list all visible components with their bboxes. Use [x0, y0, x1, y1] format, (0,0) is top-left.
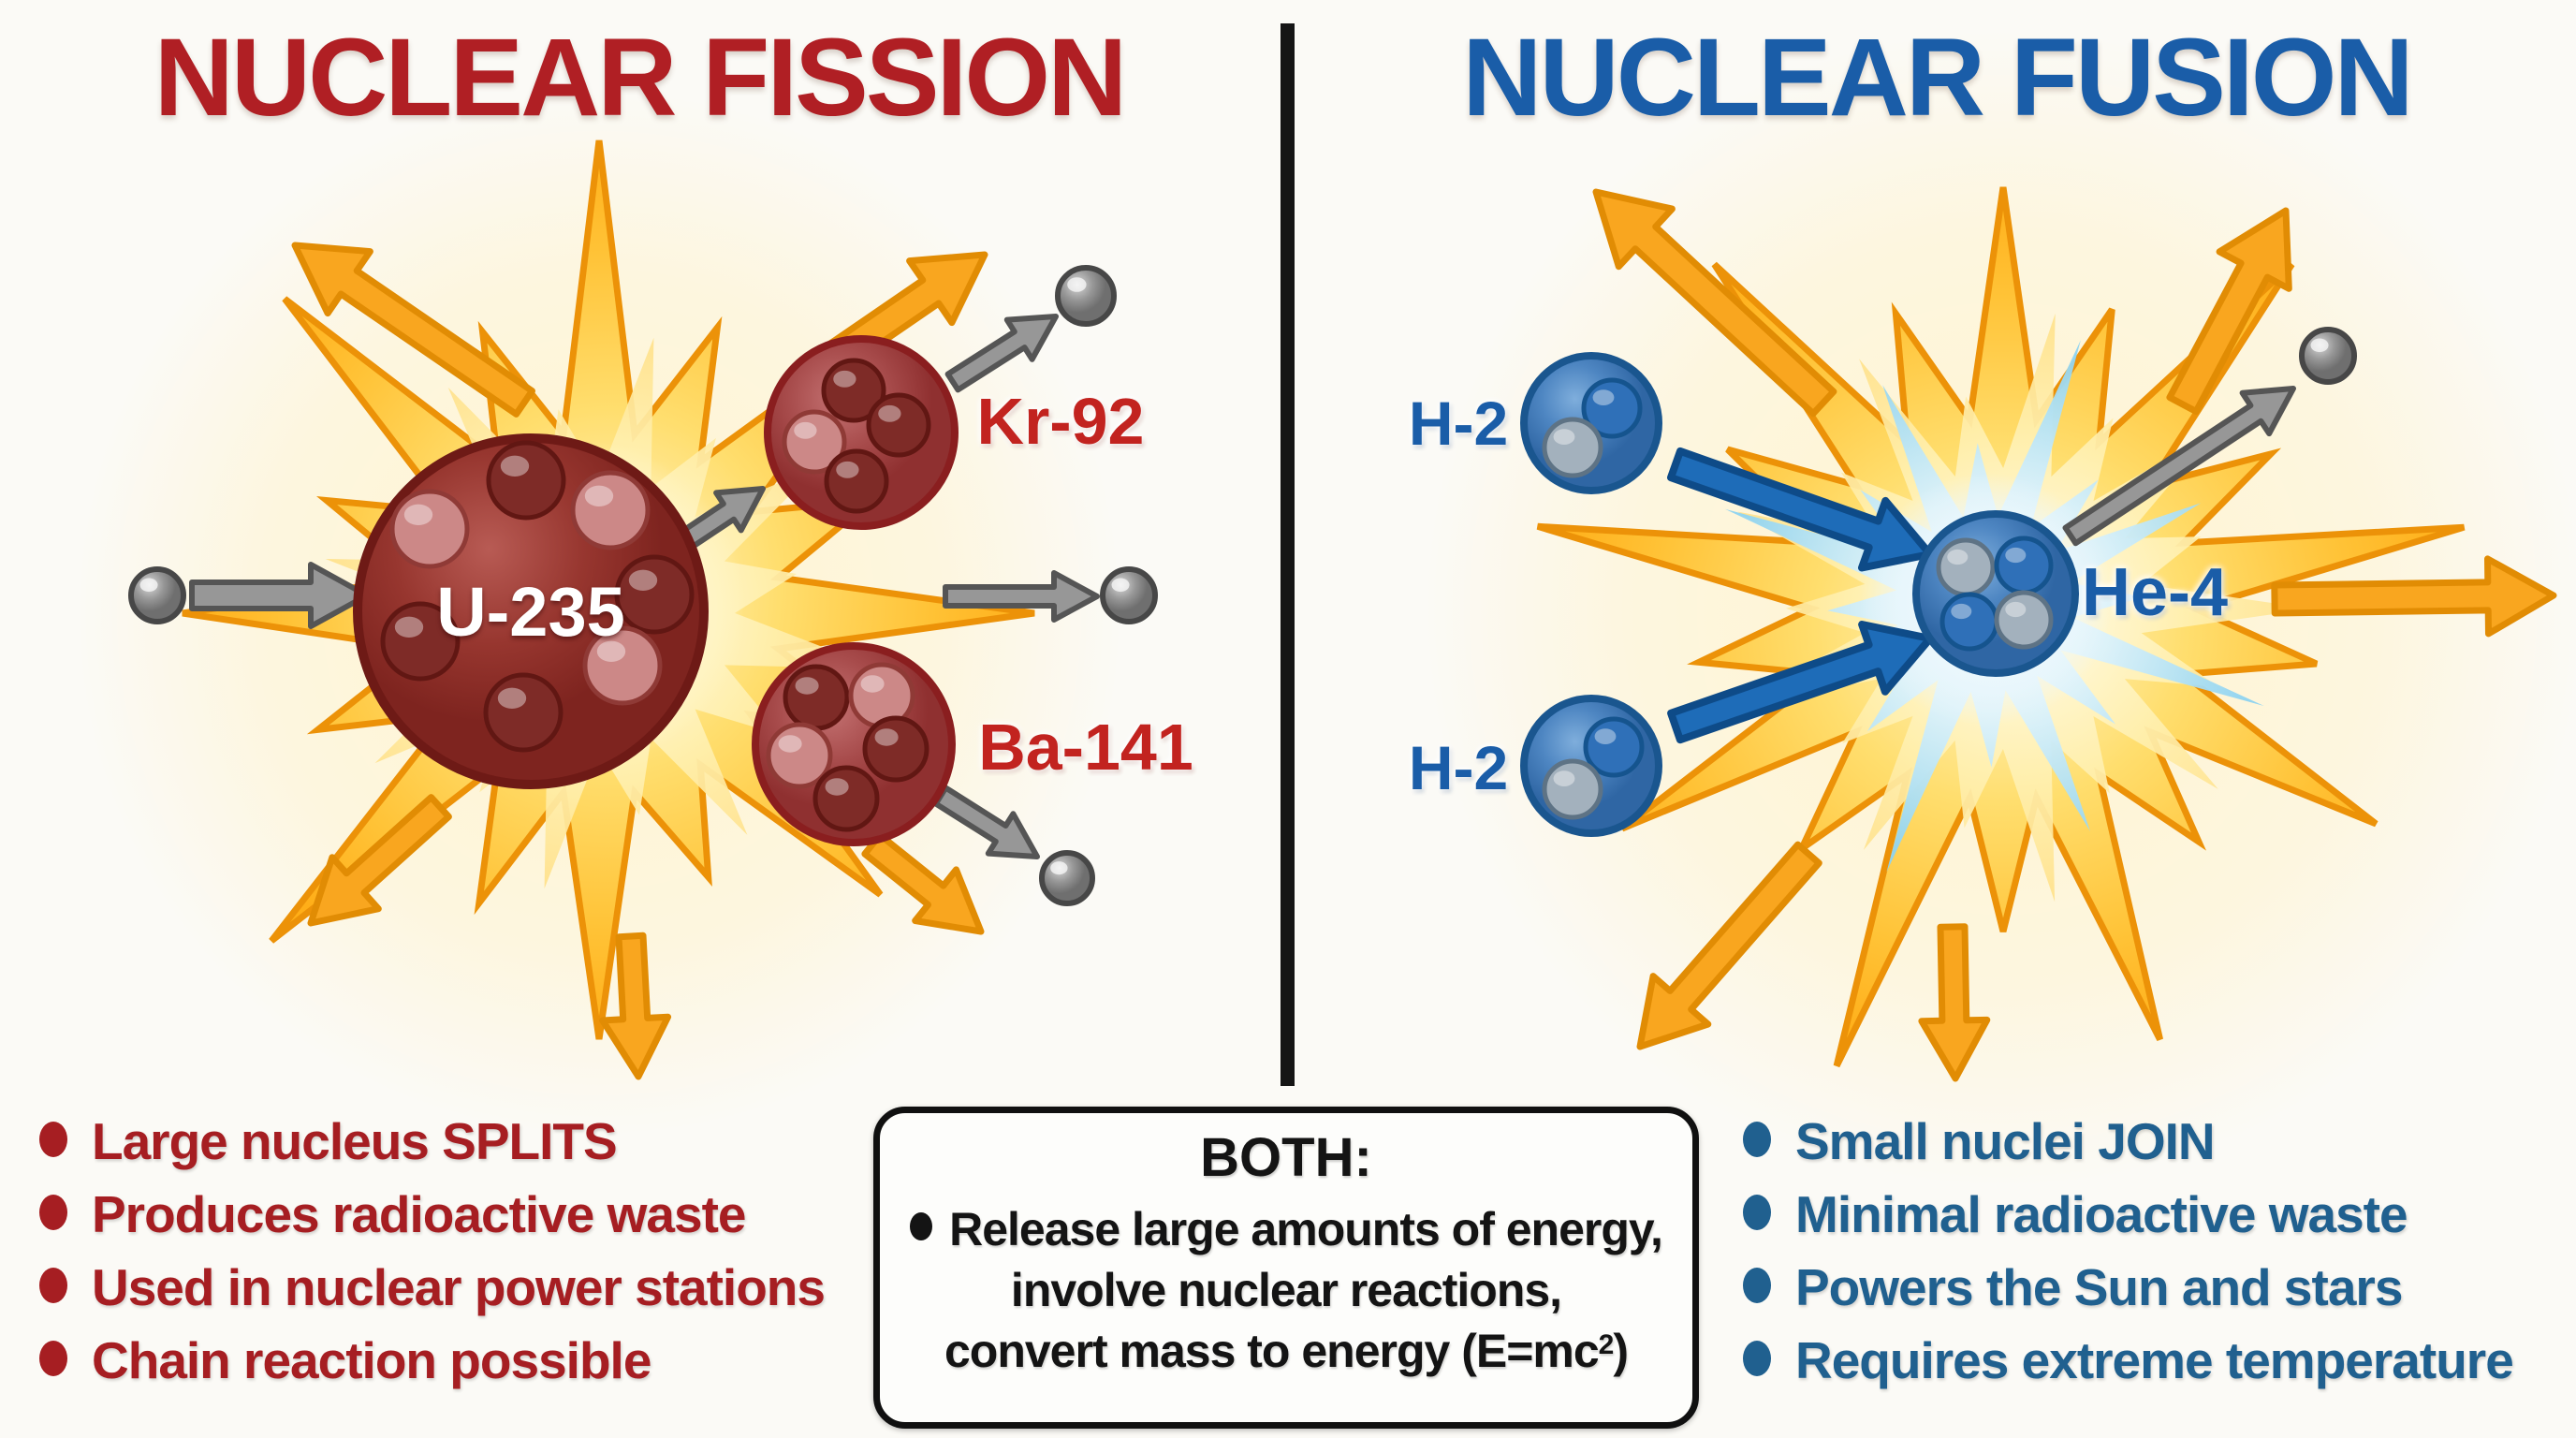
- neutron-particle: [1055, 265, 1117, 327]
- nucleon: [1583, 716, 1645, 778]
- nucleon: [1581, 377, 1643, 439]
- fusion-neutron-arrow: [2062, 386, 2296, 547]
- h2-top-label: H-2: [1408, 389, 1509, 458]
- bullet-dot-icon: [39, 1195, 67, 1230]
- list-item: Powers the Sun and stars: [1743, 1262, 2576, 1313]
- u235-nucleus: [353, 433, 709, 789]
- fission-title: NUCLEAR FISSION: [154, 16, 1128, 139]
- energy-arrow: [1918, 923, 1991, 1082]
- energy-arrow: [861, 831, 985, 935]
- h2-bottom-label: H-2: [1408, 733, 1509, 802]
- nucleon: [812, 765, 880, 832]
- fusion-bullet-list: Small nuclei JOIN Minimal radioactive wa…: [1743, 1116, 2576, 1408]
- list-item: Requires extreme temperature: [1743, 1335, 2576, 1387]
- nucleon: [782, 409, 847, 475]
- neutron-arrow: [944, 314, 1059, 393]
- nucleon: [1939, 592, 1999, 652]
- bullet-dot-icon: [39, 1268, 67, 1303]
- energy-arrow: [599, 932, 672, 1080]
- center-divider: [1281, 23, 1295, 1086]
- list-item: Chain reaction possible: [39, 1335, 882, 1387]
- nucleon: [614, 554, 695, 635]
- both-line-2: involve nuclear reactions,: [1010, 1263, 1562, 1316]
- both-heading: BOTH:: [1200, 1127, 1372, 1188]
- energy-arrow: [1636, 841, 1822, 1050]
- neutron-particle: [1039, 850, 1095, 906]
- energy-arrow: [1592, 188, 1837, 418]
- fusion-bullet-text: Minimal radioactive waste: [1795, 1185, 2408, 1243]
- he4-nucleus: [1912, 510, 2079, 677]
- bullet-dot-icon: [1743, 1341, 1771, 1376]
- neutron-arrow: [943, 570, 1100, 623]
- list-item: Produces radioactive waste: [39, 1189, 882, 1240]
- nucleon: [380, 601, 461, 682]
- energy-arrow: [2166, 207, 2292, 415]
- both-similarities-box: BOTH: Release large amounts of energy, i…: [873, 1107, 1699, 1429]
- both-line3-text: convert mass to energy (E=mc: [944, 1324, 1600, 1377]
- list-item: Used in nuclear power stations: [39, 1262, 882, 1313]
- bullet-dot-icon: [39, 1341, 67, 1376]
- nucleon: [389, 489, 470, 569]
- bullet-dot-icon: [1743, 1268, 1771, 1303]
- fusion-bullet-text: Requires extreme temperature: [1795, 1331, 2514, 1389]
- nucleon: [582, 625, 663, 706]
- nucleon: [1542, 758, 1603, 820]
- energy-arrow: [291, 242, 535, 418]
- u235-nucleus-label: U-235: [436, 573, 625, 651]
- list-item: Large nucleus SPLITS: [39, 1116, 882, 1167]
- nucleon: [570, 470, 651, 550]
- nucleon: [483, 672, 564, 753]
- nucleon: [1936, 537, 1996, 597]
- h2-bottom-nucleus: [1520, 695, 1662, 837]
- fusion-bullet-text: Small nuclei JOIN: [1795, 1112, 2216, 1170]
- nucleon: [1542, 417, 1603, 478]
- nucleon: [824, 448, 889, 514]
- neutron-particle: [1100, 566, 1158, 624]
- neutron-arrow: [932, 785, 1040, 859]
- nucleon: [862, 715, 929, 783]
- fission-bullet-text: Chain reaction possible: [92, 1331, 651, 1389]
- fission-bullet-text: Large nucleus SPLITS: [92, 1112, 618, 1170]
- both-line1-text: Release large amounts of energy,: [949, 1202, 1663, 1255]
- bullet-dot-icon: [910, 1211, 933, 1240]
- nucleon: [486, 440, 566, 521]
- both-line-3: convert mass to energy (E=mc2): [891, 1321, 1681, 1382]
- nucleon: [821, 358, 886, 423]
- nucleon: [1994, 590, 2054, 650]
- incoming-neutron-arrow: [189, 562, 370, 629]
- fission-bullet-text: Produces radioactive waste: [92, 1185, 746, 1243]
- fusion-bullet-text: Powers the Sun and stars: [1795, 1258, 2403, 1316]
- fusion-title: NUCLEAR FUSION: [1462, 16, 2413, 139]
- fusion-arrow-top: [1667, 447, 1934, 572]
- kr92-fragment-label: Kr-92: [976, 385, 1145, 458]
- fusion-arrow-bottom: [1667, 621, 1934, 744]
- nucleon: [766, 722, 833, 789]
- list-item: Small nuclei JOIN: [1743, 1116, 2576, 1167]
- kr92-nucleus: [764, 335, 959, 530]
- list-item: Minimal radioactive waste: [1743, 1189, 2576, 1240]
- nucleon: [783, 664, 850, 731]
- nucleon: [1994, 536, 2054, 595]
- both-line3-close: ): [1613, 1324, 1629, 1377]
- bullet-dot-icon: [39, 1122, 67, 1157]
- bullet-dot-icon: [1743, 1195, 1771, 1230]
- fission-bullet-text: Used in nuclear power stations: [92, 1258, 826, 1316]
- neutron-particle: [2299, 327, 2357, 385]
- neutron-particle: [128, 566, 186, 624]
- ba141-fragment-label: Ba-141: [978, 711, 1193, 784]
- bullet-dot-icon: [1743, 1122, 1771, 1157]
- fission-bullet-list: Large nucleus SPLITS Produces radioactiv…: [39, 1116, 882, 1408]
- energy-arrow: [307, 794, 452, 927]
- nucleon: [866, 392, 931, 458]
- h2-top-nucleus: [1520, 352, 1662, 494]
- both-line-1: Release large amounts of energy,: [891, 1199, 1681, 1260]
- energy-arrow: [2271, 555, 2557, 638]
- ba141-nucleus: [752, 642, 956, 846]
- mc2-exponent: 2: [1598, 1329, 1615, 1361]
- he4-product-label: He-4: [2081, 555, 2229, 630]
